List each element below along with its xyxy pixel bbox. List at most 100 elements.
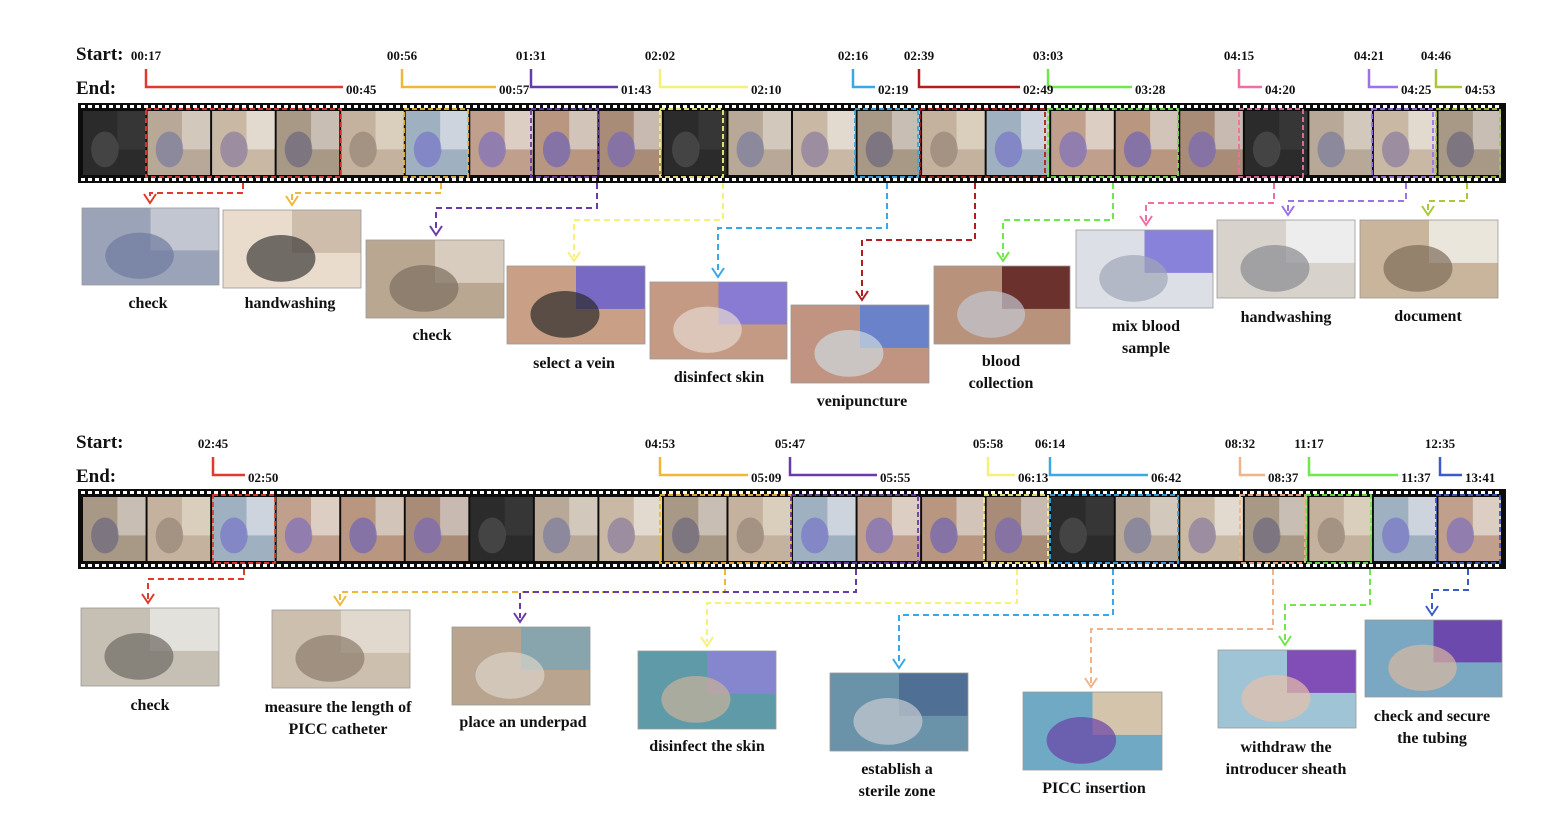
row2-perforation-top (928, 491, 932, 494)
row1-perforation-top (284, 105, 288, 108)
row2-frame-10-subject (672, 517, 700, 554)
row1-step-thumbnail-4 (506, 265, 646, 345)
row1-perforation-top (816, 105, 820, 108)
row1-frame-5 (341, 111, 404, 175)
row2-perforation-bottom (697, 564, 701, 567)
row1-start-time-4: 02:02 (645, 48, 675, 63)
row2-perforation-top (172, 491, 176, 494)
row2-step-thumbnail-6-border (1022, 691, 1163, 771)
row2-perforation-bottom (1369, 564, 1373, 567)
row2-frame-5-shade (375, 497, 404, 536)
row1-perforation-top (711, 105, 715, 108)
row2-frame-18-subject (1188, 517, 1216, 554)
row1-perforation-bottom (249, 178, 253, 181)
row2-perforation-bottom (1096, 564, 1100, 567)
row1-perforation-bottom (1250, 178, 1254, 181)
row1-perforation-bottom (179, 178, 183, 181)
row1-perforation-top (1369, 105, 1373, 108)
row2-start-time-8: 12:35 (1425, 436, 1456, 451)
row2-arrowhead-7 (1278, 635, 1292, 647)
label-layer: Start: End: Start: End: 00:1700:4500:560… (76, 44, 1496, 800)
row1-perforation-bottom (277, 178, 281, 181)
row2-perforation-top (144, 491, 148, 494)
row1-perforation-top (1383, 105, 1387, 108)
row2-perforation-top (1012, 491, 1016, 494)
row1-perforation-top (1061, 105, 1065, 108)
row1-perforation-top (1390, 105, 1394, 108)
row2-perforation-top (1124, 491, 1128, 494)
row2-perforation-bottom (851, 564, 855, 567)
row1-perforation-top (438, 105, 442, 108)
row1-start-time-7: 03:03 (1033, 48, 1064, 63)
row1-perforation-bottom (151, 178, 155, 181)
row2-perforation-bottom (1152, 564, 1156, 567)
row1-perforation-top (830, 105, 834, 108)
row1-perforation-top (494, 105, 498, 108)
row1-perforation-bottom (970, 178, 974, 181)
row1-step-thumbnail-2-border (222, 209, 362, 289)
row2-end-time-3: 05:55 (880, 470, 911, 485)
row2-perforation-bottom (732, 564, 736, 567)
row2-step-thumbnail-6-subject (1046, 716, 1117, 764)
row1-perforation-bottom (627, 178, 631, 181)
row2-perforation-bottom (368, 564, 372, 567)
row1-start-time-5: 02:16 (838, 48, 869, 63)
row1-perforation-bottom (515, 178, 519, 181)
row1-perforation-top (95, 105, 99, 108)
row2-perforation-top (1488, 491, 1492, 494)
row1-perforation-top (1096, 105, 1100, 108)
row2-perforation-top (865, 491, 869, 494)
row2-frame-6-shade (440, 497, 469, 536)
row1-perforation-top (1019, 105, 1023, 108)
row2-perforation-top (886, 491, 890, 494)
row2-perforation-bottom (627, 564, 631, 567)
row2-step-label-5: sterile zone (859, 783, 936, 800)
row2-perforation-top (536, 491, 540, 494)
row2-perforation-top (1159, 491, 1163, 494)
row2-perforation-bottom (1236, 564, 1240, 567)
row2-perforation-top (1215, 491, 1219, 494)
row1-perforation-bottom (1040, 178, 1044, 181)
row1-perforation-bottom (1103, 178, 1107, 181)
row2-arrowhead-6 (1084, 677, 1098, 689)
row2-perforation-top (1208, 491, 1212, 494)
row2-perforation-bottom (88, 564, 92, 567)
row1-perforation-bottom (1334, 178, 1338, 181)
row2-perforation-bottom (641, 564, 645, 567)
row2-step-thumbnail-8-subject (1388, 644, 1457, 691)
row1-perforation-bottom (592, 178, 596, 181)
row1-perforation-bottom (1117, 178, 1121, 181)
row1-perforation-top (354, 105, 358, 108)
row1-step-thumbnail-1-subject (105, 232, 174, 279)
row2-perforation-top (620, 491, 624, 494)
row2-perforation-top (991, 491, 995, 494)
row2-perforation-top (739, 491, 743, 494)
row1-perforation-top (256, 105, 260, 108)
row1-bracket-4 (658, 69, 748, 89)
row2-perforation-bottom (1460, 564, 1464, 567)
row2-perforation-bottom (1488, 564, 1492, 567)
row1-perforation-bottom (109, 178, 113, 181)
row2-perforation-bottom (599, 564, 603, 567)
row1-connector-9 (1287, 183, 1407, 211)
row1-perforation-top (326, 105, 330, 108)
row2-perforation-bottom (984, 564, 988, 567)
row1-perforation-top (487, 105, 491, 108)
row1-perforation-bottom (1446, 178, 1450, 181)
row2-perforation-bottom (354, 564, 358, 567)
row1-step-thumbnail-6-subject (814, 329, 884, 377)
row1-perforation-top (1152, 105, 1156, 108)
row2-perforation-top (900, 491, 904, 494)
row1-perforation-top (1145, 105, 1149, 108)
row1-end-time-9: 04:25 (1401, 82, 1432, 97)
row1-perforation-bottom (466, 178, 470, 181)
row1-perforation-bottom (417, 178, 421, 181)
row2-perforation-top (1138, 491, 1142, 494)
row2-perforation-bottom (795, 564, 799, 567)
row2-perforation-bottom (585, 564, 589, 567)
row1-perforation-bottom (1404, 178, 1408, 181)
row2-perforation-bottom (1019, 564, 1023, 567)
row2-frame-3 (212, 497, 275, 561)
row1-perforation-bottom (620, 178, 624, 181)
